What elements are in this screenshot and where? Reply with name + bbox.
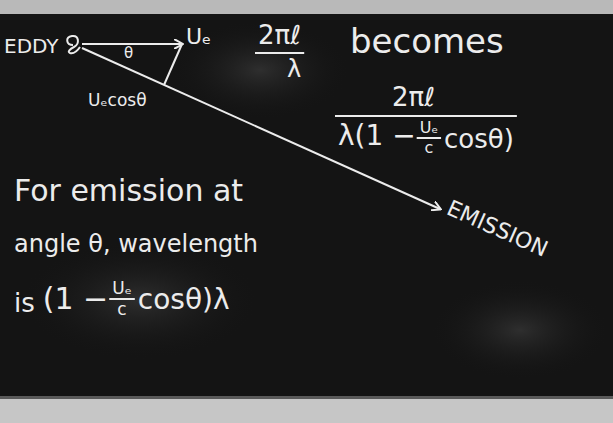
chalk-label: (1 −: [43, 284, 108, 314]
chalk-label: 2πℓ: [258, 22, 301, 48]
fraction-bar: [417, 137, 441, 139]
chalk-smudge: [430, 280, 610, 380]
chalk-label: becomes: [350, 24, 504, 58]
velocity-vector: [82, 43, 182, 45]
eddy-symbol: [67, 36, 80, 53]
chalk-label: angle θ, wavelength: [14, 232, 258, 256]
ledge-edge: [0, 396, 613, 399]
chalk-label: cosθ): [444, 126, 514, 152]
fraction-bar: [255, 52, 304, 54]
chalk-label: EDDY: [4, 36, 59, 56]
chalk-label: 2πℓ: [392, 84, 435, 110]
chalk-ledge: [0, 398, 613, 423]
chalk-label: λ(1 −: [338, 122, 416, 150]
chalk-label: Uₑcosθ: [88, 92, 147, 109]
chalk-label: c: [424, 140, 433, 156]
chalk-label: c: [117, 301, 126, 318]
chalk-label: EMISSION: [444, 197, 551, 261]
chalk-label: For emission at: [14, 176, 243, 206]
chalk-label: cosθ)λ: [138, 286, 230, 314]
projection-line: [164, 44, 182, 85]
board-frame: [0, 0, 613, 14]
chalk-label: Uₑ: [186, 26, 211, 48]
fraction-bar: [109, 298, 135, 300]
chalk-label: θ: [124, 46, 133, 61]
fraction-bar: [335, 115, 517, 117]
chalk-smudge: [170, 20, 350, 120]
chalk-label: is: [14, 290, 35, 316]
chalk-label: Uₑ: [420, 120, 438, 136]
chalk-smudge: [20, 240, 260, 360]
chalk-label: Uₑ: [112, 280, 132, 297]
chalk-label: λ: [287, 57, 301, 81]
